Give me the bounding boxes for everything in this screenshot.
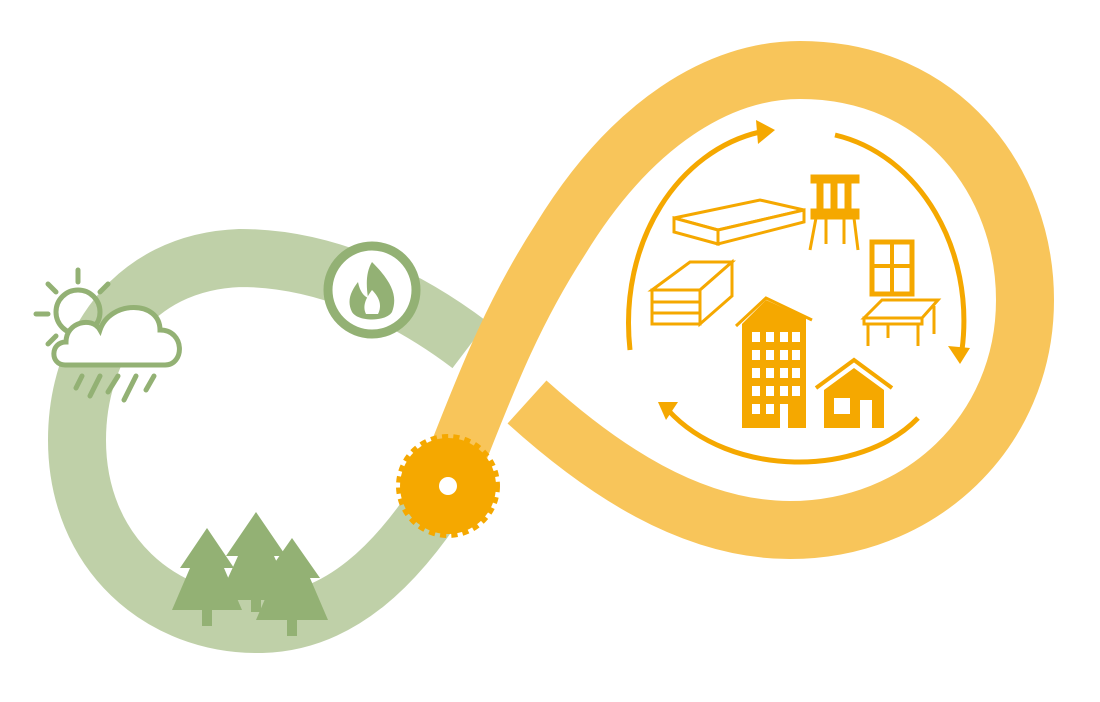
- saw-blade-icon: [396, 434, 500, 538]
- arrowheads: [658, 120, 970, 420]
- lumber-stack-icon: [647, 258, 736, 328]
- table-icon: [860, 298, 942, 346]
- apartment-building-icon: [734, 296, 813, 428]
- pallet-icon: [672, 198, 806, 246]
- trees-icon: [172, 512, 328, 636]
- house-icon: [814, 357, 894, 428]
- chair-icon: [808, 174, 860, 251]
- product-loop-band: [421, 40, 1055, 560]
- fire-icon: [323, 241, 421, 339]
- cycle-arrows-icon: [626, 129, 967, 465]
- sun-cloud-rain-icon: [33, 267, 182, 403]
- window-icon: [869, 239, 915, 297]
